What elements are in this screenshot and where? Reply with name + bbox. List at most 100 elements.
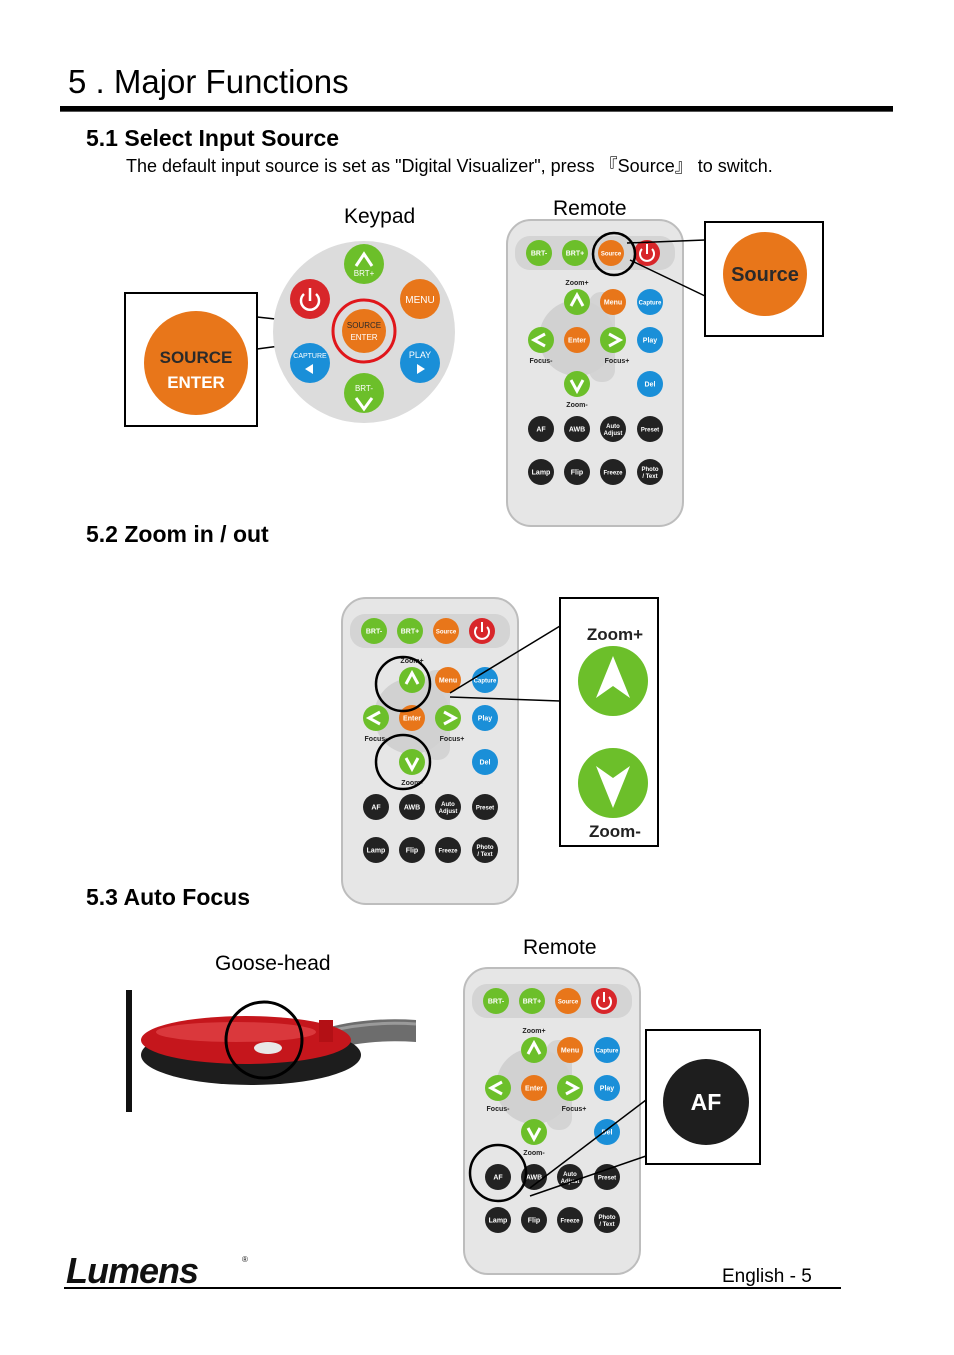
remote-preset-label: Preset (641, 428, 659, 434)
keypad-source-enter-button[interactable] (342, 309, 386, 353)
remote-awb[interactable]: AWB (521, 1164, 547, 1190)
remote-af-label: AF (371, 805, 381, 812)
remote-capture[interactable]: Capture (637, 289, 663, 315)
remote-enter-label: Enter (568, 338, 586, 345)
remote-brt-plus[interactable]: BRT+ (562, 240, 588, 266)
goosehead-image (126, 990, 416, 1112)
keypad-brt-minus[interactable] (344, 373, 384, 413)
section-heading-zoom: 5.2 Zoom in / out (86, 521, 269, 547)
remote-brt-plus-label: BRT+ (566, 251, 584, 258)
remote-play[interactable]: Play (637, 327, 663, 353)
remote-freeze[interactable]: Freeze (435, 837, 461, 863)
remote-focus-minus-button[interactable] (528, 327, 554, 353)
remote-focus-plus-button[interactable] (600, 327, 626, 353)
remote2-zoom-plus-highlight (374, 655, 432, 713)
lumens-logo: Lumens ® (66, 1252, 248, 1288)
remote-enter[interactable]: Enter (521, 1075, 547, 1101)
remote-lamp-label: Lamp (489, 1218, 508, 1225)
remote-zoom-plus-button[interactable] (564, 289, 590, 315)
remote-freeze[interactable]: Freeze (557, 1207, 583, 1233)
remote-brt-minus[interactable]: BRT- (483, 988, 509, 1014)
remote-preset[interactable]: Preset (472, 794, 498, 820)
remote-source[interactable]: Source (555, 988, 581, 1014)
remote-brt-plus[interactable]: BRT+ (519, 988, 545, 1014)
remote-source-label: Source (601, 252, 622, 258)
keypad-capture-label: CAPTURE (293, 353, 327, 360)
keypad-play-button[interactable] (400, 343, 440, 383)
remote-source-label: Source (436, 630, 457, 636)
remote-auto-adjust-label: Auto (563, 1172, 577, 1178)
remote-brt-minus[interactable]: BRT- (526, 240, 552, 266)
remote-flip[interactable]: Flip (521, 1207, 547, 1233)
remote-freeze[interactable]: Freeze (600, 459, 626, 485)
remote-focus-plus-button[interactable] (557, 1075, 583, 1101)
remote-awb-label: AWB (404, 805, 420, 812)
remote-play-label: Play (478, 716, 493, 723)
remote-lamp[interactable]: Lamp (528, 459, 554, 485)
remote-menu[interactable]: Menu (557, 1037, 583, 1063)
remote-power[interactable] (591, 988, 617, 1014)
callout-zoom-plus-label: Zoom+ (587, 625, 643, 644)
remote-menu[interactable]: Menu (435, 667, 461, 693)
remote1-source-highlight (591, 231, 637, 277)
remote-af[interactable]: AF (485, 1164, 511, 1190)
remote-lamp[interactable]: Lamp (363, 837, 389, 863)
keypad-zoom-source: SOURCE (160, 348, 233, 367)
remote-zoom-minus-button[interactable] (521, 1119, 547, 1145)
remote-brt-plus[interactable]: BRT+ (397, 618, 423, 644)
remote-play[interactable]: Play (472, 705, 498, 731)
remote-awb[interactable]: AWB (564, 416, 590, 442)
remote-enter[interactable]: Enter (564, 327, 590, 353)
remote-auto-adjust-label: Adjust (439, 809, 458, 815)
remote-lamp[interactable]: Lamp (485, 1207, 511, 1233)
remote-zoom-plus-button[interactable] (521, 1037, 547, 1063)
keypad-zoom-enter: ENTER (167, 373, 225, 392)
remote-brt-minus[interactable]: BRT- (361, 618, 387, 644)
remote-focus-minus-button[interactable] (363, 705, 389, 731)
remote-del[interactable]: Del (637, 371, 663, 397)
remote-zoom-plus-label: Zoom+ (400, 658, 423, 665)
remote-brt-plus-label: BRT+ (401, 629, 419, 636)
remote-zoom-minus-button[interactable] (564, 371, 590, 397)
remote-enter-label: Enter (403, 716, 421, 723)
keypad-menu-button[interactable] (400, 279, 440, 319)
remote-del[interactable]: Del (472, 749, 498, 775)
remote-preset-label: Preset (476, 806, 494, 812)
remote-photo-text[interactable]: Photo/ Text (472, 837, 498, 863)
chapter-title: 5 . Major Functions (68, 63, 349, 100)
keypad-capture-button[interactable] (290, 343, 330, 383)
remote-zoom-minus-button[interactable] (399, 749, 425, 775)
remote-flip[interactable]: Flip (399, 837, 425, 863)
remote-zoom-plus-button[interactable] (399, 667, 425, 693)
remote-focus-plus-button[interactable] (435, 705, 461, 731)
svg-text:®: ® (242, 1255, 248, 1264)
remote-enter-label: Enter (525, 1086, 543, 1093)
keypad-brt-plus[interactable] (344, 244, 384, 284)
remote-power[interactable] (469, 618, 495, 644)
remote-play[interactable]: Play (594, 1075, 620, 1101)
remote-power[interactable] (634, 240, 660, 266)
remote-capture[interactable]: Capture (594, 1037, 620, 1063)
remote-capture-label: Capture (639, 301, 662, 307)
keypad-highlight-ring (331, 298, 397, 364)
remote-source[interactable]: Source (433, 618, 459, 644)
remote-af[interactable]: AF (528, 416, 554, 442)
remote-capture[interactable]: Capture (472, 667, 498, 693)
af-callout: AF (529, 1029, 761, 1197)
remote-focus-plus-label: Focus+ (562, 1106, 587, 1113)
remote-photo-text[interactable]: Photo/ Text (594, 1207, 620, 1233)
remote-flip[interactable]: Flip (564, 459, 590, 485)
remote-preset[interactable]: Preset (594, 1164, 620, 1190)
remote-photo-text[interactable]: Photo/ Text (637, 459, 663, 485)
remote-menu[interactable]: Menu (600, 289, 626, 315)
label-remote-3: Remote (523, 936, 597, 959)
remote-af[interactable]: AF (363, 794, 389, 820)
remote-focus-minus-button[interactable] (485, 1075, 511, 1101)
remote-photo-text-label: / Text (642, 474, 657, 480)
remote-source[interactable]: Source (598, 240, 624, 266)
remote-preset[interactable]: Preset (637, 416, 663, 442)
remote-awb[interactable]: AWB (399, 794, 425, 820)
